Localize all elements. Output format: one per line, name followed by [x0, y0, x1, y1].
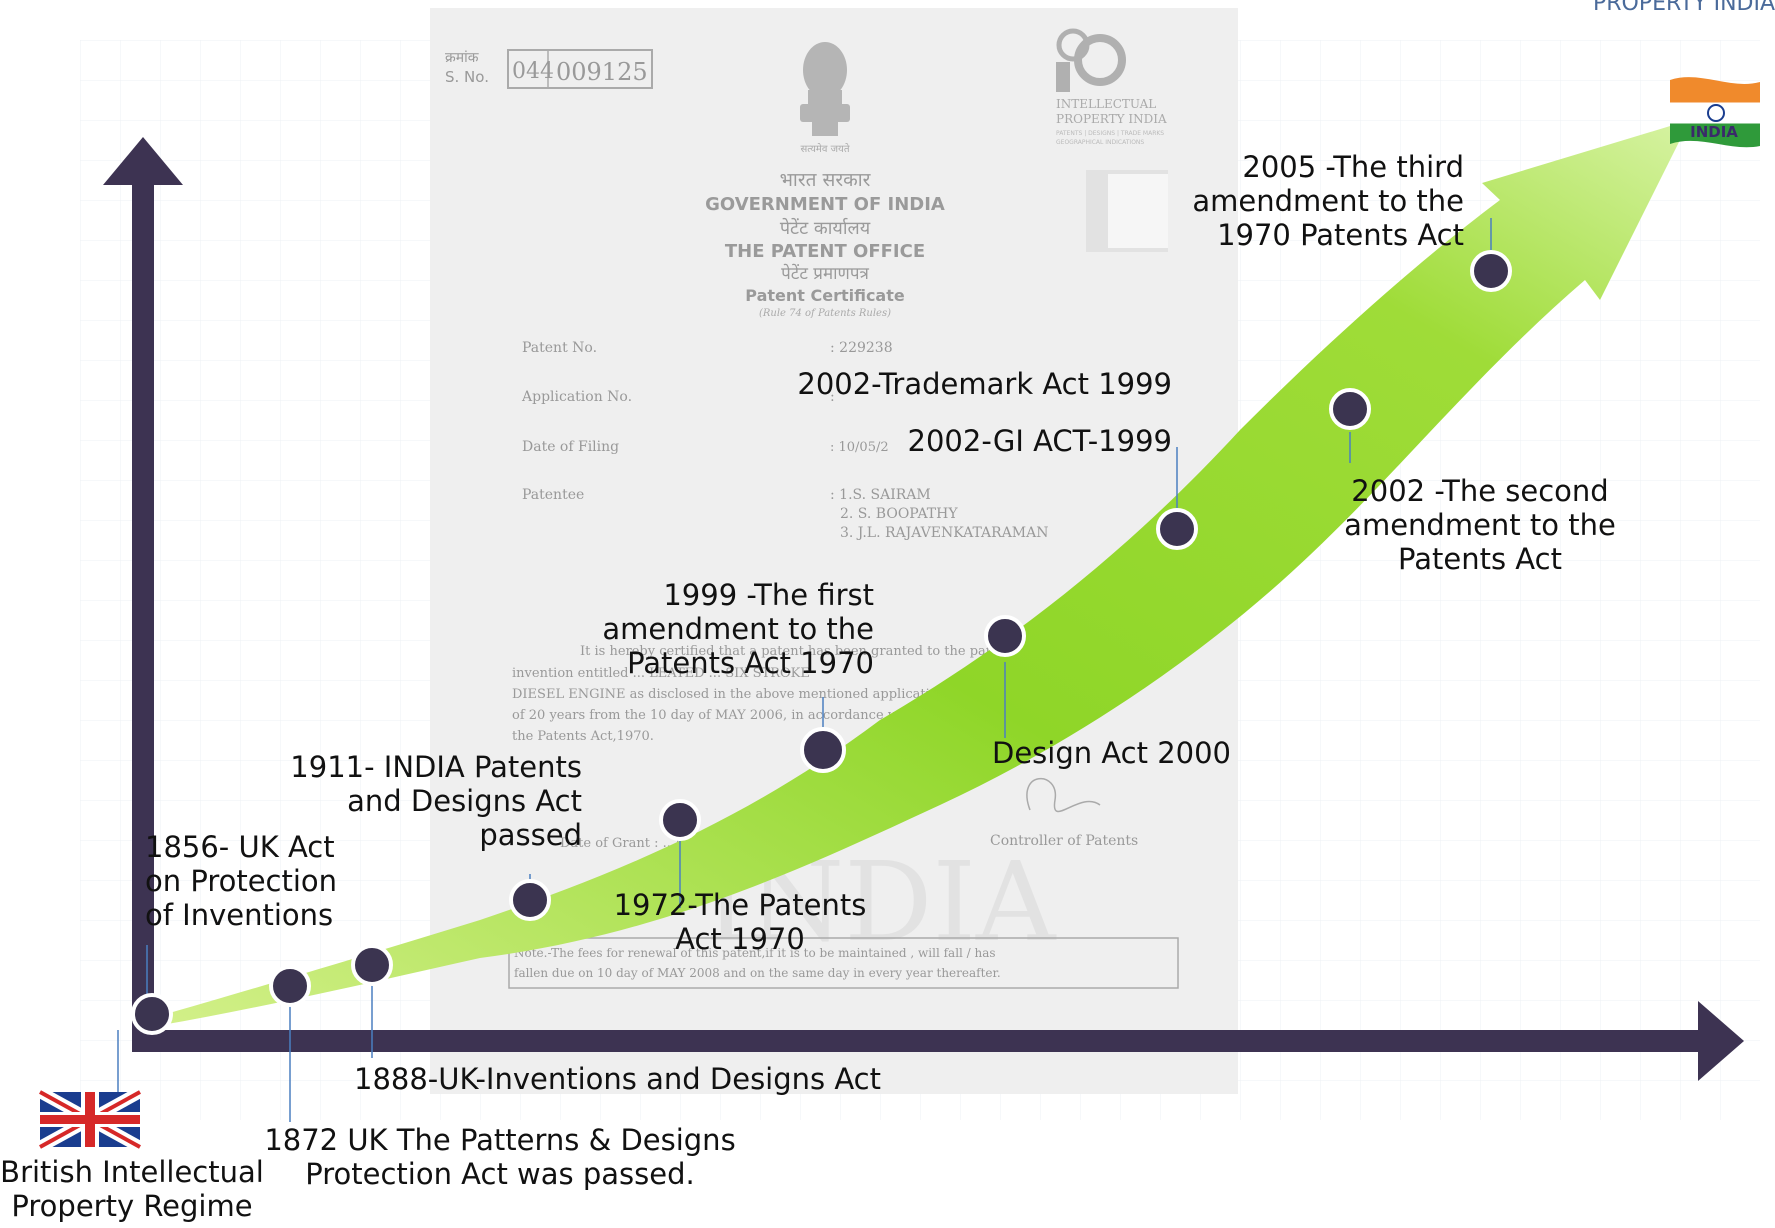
india-flag-text: INDIA	[1690, 123, 1738, 141]
heading-hindi-3: पेटेंट प्रमाणपत्र	[781, 263, 869, 284]
certificate-note-box	[508, 937, 1179, 989]
field-value: :	[830, 389, 835, 405]
uk-flag-icon	[37, 1086, 143, 1153]
heading-en-2: THE PATENT OFFICE	[725, 241, 925, 262]
heading-en-1: GOVERNMENT OF INDIA	[705, 194, 945, 215]
label-1888: 1888-UK-Inventions and Designs Act	[354, 1062, 881, 1096]
national-emblem-icon	[800, 42, 850, 136]
ip-india-logo-icon	[1056, 28, 1126, 92]
node-2002-gi	[1156, 508, 1198, 550]
heading-hindi-2: पेटेंट कार्यालय	[780, 217, 871, 239]
ip-logo-line3: PATENTS | DESIGNS | TRADE MARKS	[1056, 130, 1164, 137]
certificate-body-line: the Patents Act,1970.	[512, 729, 654, 744]
india-flag-icon: INDIA	[1670, 77, 1760, 148]
y-axis	[132, 180, 154, 1052]
heading-en-3: Patent Certificate	[745, 286, 905, 305]
timeline-nodes	[131, 250, 1512, 1035]
field-label: Date of Filing	[522, 439, 619, 455]
y-axis-arrowhead	[103, 137, 183, 185]
x-axis-arrowhead	[1698, 1001, 1744, 1081]
serial-label: S. No.	[445, 68, 489, 86]
serial-number: 009125	[556, 58, 648, 86]
node-2002-pa	[1329, 388, 1371, 430]
certificate-body-line: invention entitled ... LEATED ... SIX ST…	[512, 666, 810, 681]
emblem-caption: सत्यमेव जयते	[800, 143, 849, 155]
patentee-name: 3. J.L. RAJAVENKATARAMAN	[840, 525, 1049, 541]
x-axis	[132, 1030, 1710, 1052]
controller-signature	[1026, 777, 1101, 813]
label-2002-trademark: 2002-Trademark Act 1999	[797, 367, 1172, 401]
node-2000	[984, 615, 1026, 657]
certificate-serial-box	[507, 49, 653, 89]
node-2005	[1470, 250, 1512, 292]
field-label: Application No.	[521, 389, 632, 405]
heading-hindi-1: भारत सरकार	[780, 169, 872, 191]
serial-label-hindi: क्रमांक	[445, 50, 479, 66]
node-1856	[131, 993, 173, 1035]
ip-logo-line1: INTELLECTUAL	[1056, 97, 1156, 111]
timeline-axes	[103, 137, 1744, 1081]
growth-curve-ribbon	[152, 120, 1690, 1026]
ip-logo-line2: PROPERTY INDIA	[1056, 112, 1167, 126]
field-value: : 10/05/2	[830, 440, 889, 455]
certificate-body-line: DIESEL ENGINE as disclosed in the above …	[512, 687, 1030, 702]
label-2002-gi: 2002-GI ACT-1999	[907, 424, 1172, 458]
certificate-note: Note.-The fees for renewal of this paten…	[514, 946, 996, 960]
controller-of-patents: Controller of Patents	[990, 833, 1138, 849]
certificate-body-line: It is hereby certified that a patent has…	[580, 644, 1072, 659]
heading-rule: (Rule 74 of Patents Rules)	[759, 308, 891, 319]
node-1972	[659, 799, 701, 841]
node-1888	[351, 944, 393, 986]
field-value: : 229238	[830, 340, 893, 356]
node-1872	[269, 965, 311, 1007]
node-1999	[800, 727, 846, 773]
field-label: Patentee	[522, 487, 584, 503]
field-label: Patent No.	[522, 340, 597, 356]
label-2000: Design Act 2000	[992, 736, 1232, 770]
serial-prefix: 044	[512, 59, 554, 84]
field-value: : 1.S. SAIRAM	[830, 487, 931, 503]
patentee-name: 2. S. BOOPATHY	[840, 506, 958, 522]
node-1911	[509, 879, 551, 921]
ip-logo-line4: GEOGRAPHICAL INDICATIONS	[1056, 139, 1144, 146]
certificate-note: fallen due on 10 day of MAY 2008 and on …	[514, 966, 1001, 980]
corner-header-text: PROPERTY INDIA	[1593, 0, 1775, 16]
